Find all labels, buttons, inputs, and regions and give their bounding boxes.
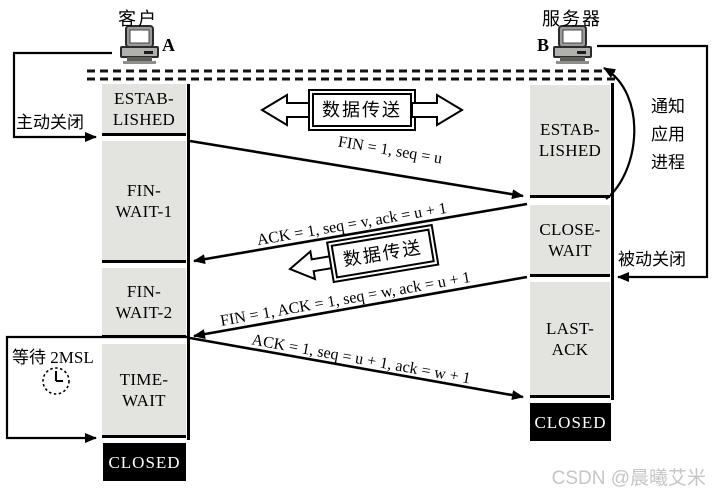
data-transfer-label-top: 数据传送 xyxy=(312,93,412,127)
client-timeline xyxy=(187,84,190,440)
server-state-closed: CLOSED xyxy=(530,403,611,441)
message-label-last-ack: ACK = 1, seq = u + 1, ack = w + 1 xyxy=(250,331,472,388)
client-host-letter: A xyxy=(162,35,175,55)
server-timeline xyxy=(611,83,614,400)
block-arrow-left-icon xyxy=(260,93,312,127)
message-label-fin: FIN = 1, seq = u xyxy=(336,133,444,168)
client-state-closed: CLOSED xyxy=(103,443,186,481)
server-computer-icon xyxy=(553,25,592,65)
csdn-watermark: CSDN @晨曦艾米 xyxy=(551,468,706,489)
data-transfer-badge-top: 数据传送 xyxy=(260,90,464,130)
client-state-fin-wait-2: FIN- WAIT-2 xyxy=(102,268,186,338)
client-state-time-wait: TIME- WAIT xyxy=(102,344,186,438)
block-arrow-left-icon xyxy=(288,249,336,281)
client-title: 客户 xyxy=(118,9,158,29)
server-state-last-ack: LAST- ACK xyxy=(530,282,610,398)
passive-close-label: 被动关闭 xyxy=(618,250,686,269)
server-state-close-wait: CLOSE- WAIT xyxy=(530,205,610,277)
client-state-fin-wait-1: FIN- WAIT-1 xyxy=(102,141,186,263)
data-transfer-badge-bottom: 数据传送 xyxy=(285,224,440,290)
active-close-label: 主动关闭 xyxy=(16,113,84,132)
wait-2msl-label: 等待 2MSL xyxy=(12,348,94,367)
server-title: 服务器 xyxy=(542,9,602,29)
network-medium-dashes xyxy=(87,69,618,81)
server-state-established: ESTAB- LISHED xyxy=(530,85,610,198)
client-state-established: ESTAB- LISHED xyxy=(102,84,186,136)
notify-app-label: 通知 应用 进程 xyxy=(651,97,685,172)
clock-icon xyxy=(42,367,70,395)
block-arrow-right-icon xyxy=(412,93,464,127)
server-host-letter: B xyxy=(537,35,550,55)
client-computer-icon xyxy=(120,25,159,65)
